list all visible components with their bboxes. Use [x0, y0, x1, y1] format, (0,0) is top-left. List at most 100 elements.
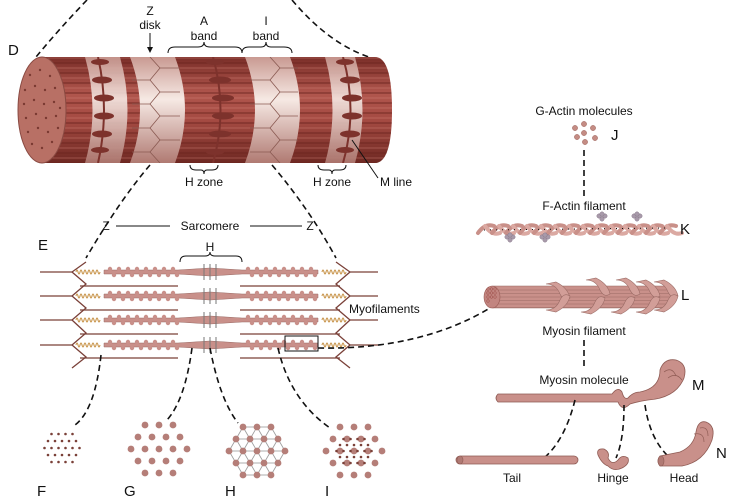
- myosin-head: [147, 272, 153, 278]
- tropomyosin: [483, 227, 666, 231]
- h-bracket: [179, 251, 243, 263]
- panel-label-l: L: [681, 287, 689, 304]
- panel-label-f: F: [37, 483, 46, 498]
- myosin-head: [249, 345, 255, 351]
- thick-filament-dot: [239, 471, 247, 479]
- myosin-filament: [483, 277, 679, 315]
- thin-filament-dot: [71, 460, 74, 464]
- filament-end-dot: [493, 287, 497, 291]
- myosin-head: [285, 320, 291, 326]
- myosin-head: [143, 266, 149, 272]
- myosin-head: [303, 272, 309, 278]
- myosin-head: [299, 314, 305, 320]
- titin-spring: [321, 293, 347, 299]
- myosin-head: [174, 345, 180, 351]
- m-line-pointer: [351, 139, 379, 179]
- filament-end-dot: [493, 295, 497, 299]
- thick-filament-dot: [357, 459, 365, 467]
- z-disk-arrowhead: [147, 47, 153, 53]
- myosin-head: [254, 314, 260, 320]
- myosin-head: [125, 290, 131, 296]
- myosin-head: [111, 320, 117, 326]
- myosin-head: [161, 266, 167, 272]
- myosin-head: [281, 266, 287, 272]
- myosin-head: [245, 266, 251, 272]
- myosin-head-part: [657, 421, 714, 467]
- panel-label-g: G: [124, 483, 136, 498]
- thin-filament-dot: [342, 449, 345, 453]
- myosin-head: [174, 272, 180, 278]
- titin-spring: [75, 317, 101, 323]
- myosin-head: [272, 290, 278, 296]
- myosin-filament-label: Myosin filament: [542, 324, 626, 338]
- myosin-head: [138, 345, 144, 351]
- thin-filament-dot: [342, 461, 345, 465]
- thin-filament-dot: [366, 455, 370, 459]
- thick-filament-dot: [134, 433, 142, 441]
- myosin-head: [272, 339, 278, 345]
- thick-filament-dot: [141, 469, 149, 477]
- g-actin-label: G-Actin molecules: [535, 104, 632, 118]
- troponin: [542, 237, 548, 243]
- myosin-head: [276, 296, 282, 302]
- troponin: [542, 232, 548, 238]
- thick-filament-dot: [329, 435, 337, 443]
- thick-filament-dot: [162, 433, 170, 441]
- thin-filament-dot: [64, 460, 67, 464]
- myosin-head: [276, 272, 282, 278]
- f-actin-label: F-Actin filament: [542, 199, 626, 213]
- myosin-head: [258, 345, 264, 351]
- i-band-label-1: I: [264, 14, 267, 28]
- panel-label-e: E: [38, 237, 48, 254]
- myosin-head: [161, 339, 167, 345]
- myosin-head: [263, 339, 269, 345]
- panel-label-m-letter: M: [692, 377, 705, 394]
- thick-filament-dot: [232, 435, 240, 443]
- z-disk-label-1: Z: [146, 4, 153, 18]
- thin-filament-dot: [71, 432, 74, 436]
- thick-filament-dot: [246, 435, 254, 443]
- troponin: [599, 211, 605, 217]
- thin-filament-dot: [43, 446, 46, 450]
- myosin-head: [308, 266, 314, 272]
- filament-end: [483, 285, 501, 309]
- myosin-head: [129, 320, 135, 326]
- titin-spring: [75, 269, 101, 275]
- thick-filament-dot: [232, 459, 240, 467]
- expansion-line-left-mid: [85, 164, 151, 259]
- thin-filament-dot: [352, 443, 356, 447]
- connector-hinge: [615, 404, 625, 459]
- thin-filament-dot: [53, 439, 57, 443]
- myosin-head: [290, 290, 296, 296]
- myosin-head: [134, 314, 140, 320]
- panel-label-d: D: [8, 42, 19, 59]
- thick-filament-dot: [169, 421, 177, 429]
- connector-h: [209, 347, 239, 424]
- myosin-head: [267, 320, 273, 326]
- thick-filament-dot: [260, 435, 268, 443]
- myosin-head: [249, 272, 255, 278]
- thick-filament-dot: [155, 469, 163, 477]
- myosin-head: [263, 266, 269, 272]
- myosin-head: [111, 272, 117, 278]
- thin-filament-dot: [57, 460, 60, 464]
- thin-filament-dot: [349, 437, 352, 441]
- myosin-head: [585, 277, 611, 296]
- myosin-head: [120, 320, 126, 326]
- cross-section-f: [43, 432, 81, 464]
- filament-end-dot: [489, 295, 494, 299]
- thick-filament-dot: [371, 435, 379, 443]
- myosin-head: [111, 296, 117, 302]
- myosin-head: [290, 266, 296, 272]
- myosin-head: [299, 339, 305, 345]
- h-zone-label-2: H zone: [313, 175, 351, 189]
- myosin-head: [147, 296, 153, 302]
- myosin-head: [281, 339, 287, 345]
- myosin-head: [290, 339, 296, 345]
- myosin-head: [610, 296, 636, 315]
- titin-spring: [75, 342, 101, 348]
- thick-filament-dot: [336, 447, 344, 455]
- filament-end-dot: [493, 291, 497, 295]
- thin-filament-dot: [67, 453, 71, 457]
- thin-filament-dot: [359, 443, 363, 447]
